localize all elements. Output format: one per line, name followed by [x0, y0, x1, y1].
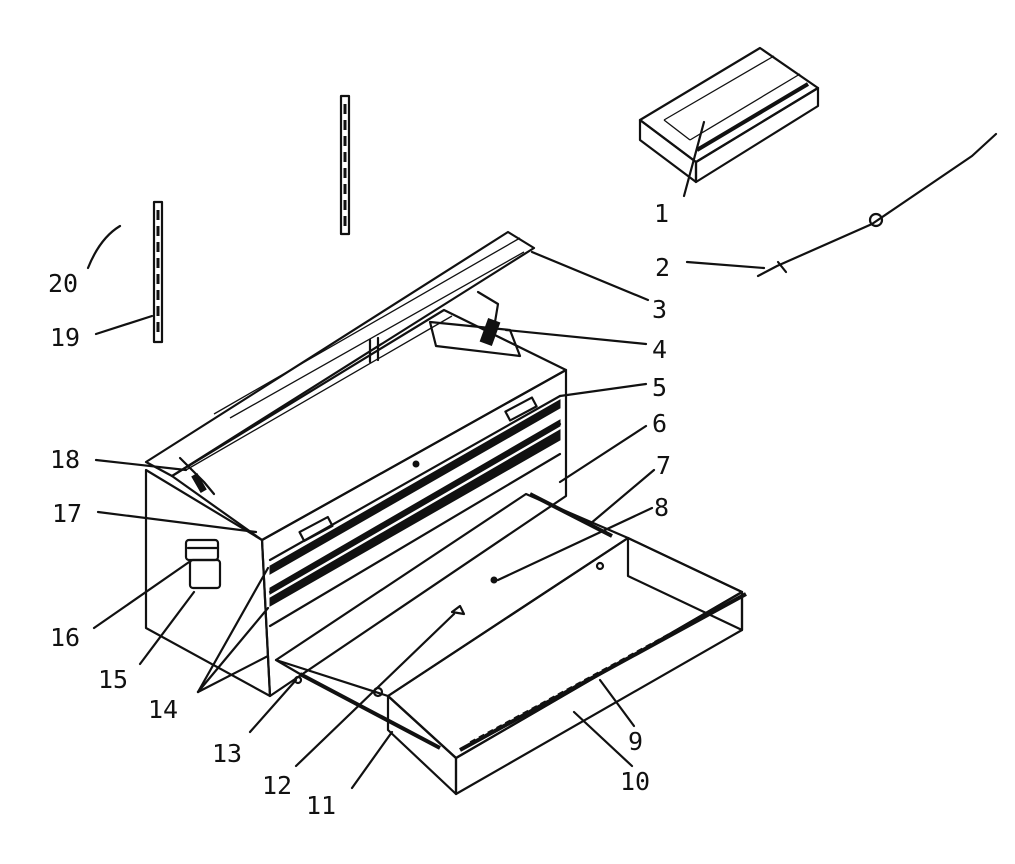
callout-19: 19: [50, 323, 80, 352]
leader-14b: [196, 606, 270, 694]
lift-out-tray: [638, 46, 820, 184]
hinge-strip-right: [339, 94, 351, 236]
callout-20: 20: [48, 269, 78, 298]
callout-10: 10: [620, 767, 650, 796]
callout-14: 14: [148, 695, 178, 724]
leader-15: [138, 590, 196, 666]
leader-11: [350, 730, 394, 790]
leader-19: [94, 314, 154, 336]
leader-lines: [86, 120, 766, 790]
callout-4: 4: [652, 335, 667, 364]
leader-9: [598, 678, 636, 728]
leader-17: [96, 510, 258, 534]
leader-1: [682, 120, 706, 198]
leader-10: [572, 710, 634, 768]
callout-2: 2: [655, 253, 670, 282]
callout-15: 15: [98, 665, 128, 694]
callout-12: 12: [262, 771, 292, 800]
leader-7: [588, 468, 656, 526]
callout-17: 17: [52, 499, 82, 528]
hinge-strip-left: [152, 200, 164, 344]
callout-7: 7: [656, 451, 671, 480]
leader-16: [92, 558, 194, 630]
callout-6: 6: [652, 409, 667, 438]
leader-3: [530, 250, 650, 302]
callout-13: 13: [212, 739, 242, 768]
open-drawer: [274, 492, 747, 796]
leader-2: [685, 260, 766, 270]
leader-8: [496, 506, 654, 582]
callout-8: 8: [654, 493, 669, 522]
leader-4: [504, 328, 648, 346]
leader-14c: [196, 654, 270, 694]
tool-chest-body: [144, 230, 568, 698]
callout-16: 16: [50, 623, 80, 652]
leader-18: [94, 458, 188, 472]
leader-5: [558, 382, 648, 398]
callout-1: 1: [654, 199, 669, 228]
callout-18: 18: [50, 445, 80, 474]
leader-20: [86, 224, 122, 270]
callout-11: 11: [306, 791, 336, 820]
leader-13: [248, 678, 298, 734]
leader-6: [558, 424, 648, 484]
callout-9: 9: [628, 727, 643, 756]
callout-labels: 1 2 3 4 5 6 7 8 9 10 11 12 13 14 15 16 1…: [48, 199, 671, 820]
callout-5: 5: [652, 373, 667, 402]
callout-3: 3: [652, 295, 667, 324]
leader-12: [294, 612, 456, 768]
leader-14a: [196, 566, 270, 694]
lid-support-rod: [756, 132, 998, 278]
